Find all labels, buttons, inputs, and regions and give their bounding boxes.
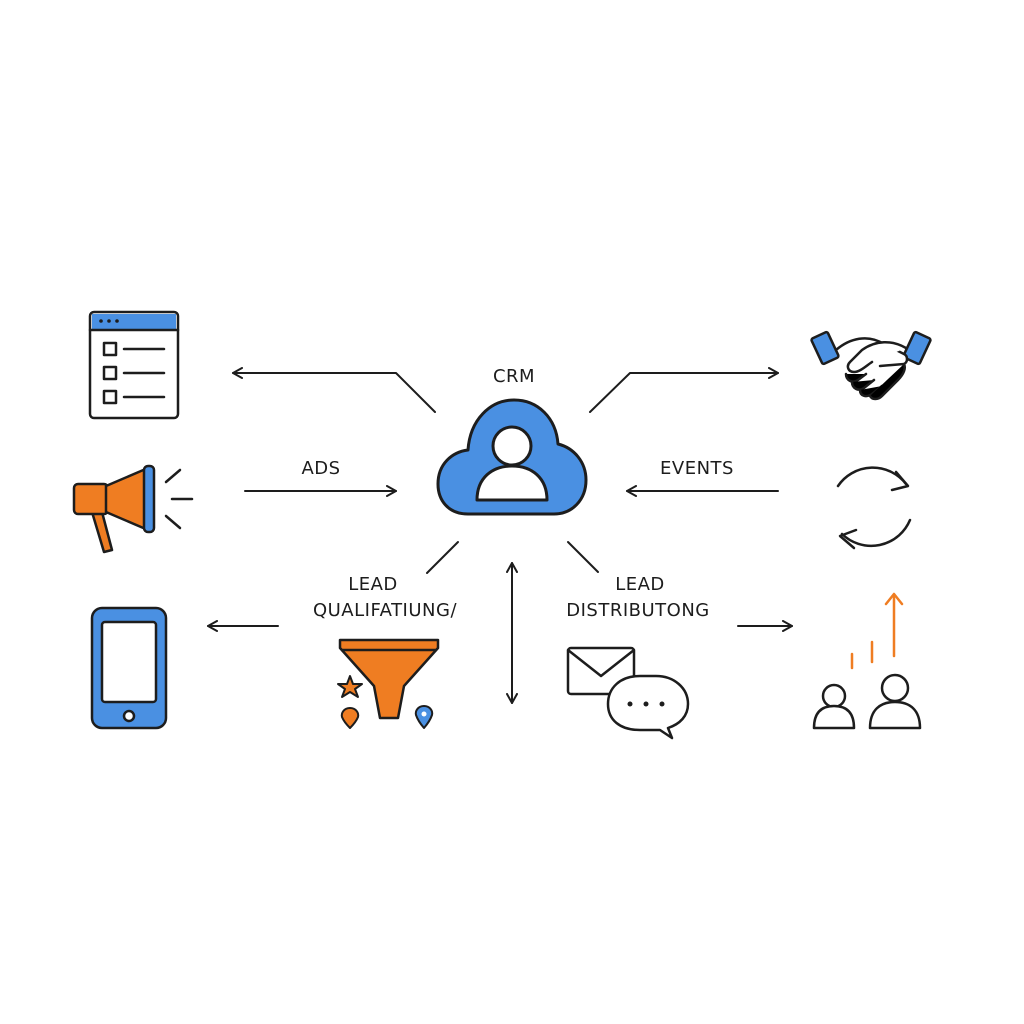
events-label: EVENTS xyxy=(660,458,734,479)
crm-cloud-user-icon xyxy=(436,398,588,516)
ads-label: ADS xyxy=(301,458,340,479)
lead-qualification-label-line1: LEAD xyxy=(348,574,398,595)
connectors xyxy=(207,367,793,704)
line-crm-to-lead-qualification xyxy=(426,541,459,574)
funnel-icon xyxy=(337,638,440,729)
arrow-to-handshake xyxy=(589,367,779,413)
sync-cycle-icon xyxy=(836,466,912,550)
lead-qualification-label-line2: QUALIFATIUNG/ xyxy=(313,600,458,621)
line-crm-to-lead-distribution xyxy=(567,541,599,573)
lead-distribution-label-line1: LEAD xyxy=(615,574,665,595)
handshake-icon xyxy=(810,330,932,401)
arrow-to-form xyxy=(232,367,436,413)
crm-label: CRM xyxy=(493,366,535,387)
form-window-icon xyxy=(88,310,180,420)
smartphone-icon xyxy=(90,606,168,730)
email-chat-icon xyxy=(566,646,690,740)
megaphone-icon xyxy=(72,464,194,554)
lead-distribution-label-line2: DISTRIBUTONG xyxy=(566,600,710,621)
growth-people-icon xyxy=(812,592,922,730)
